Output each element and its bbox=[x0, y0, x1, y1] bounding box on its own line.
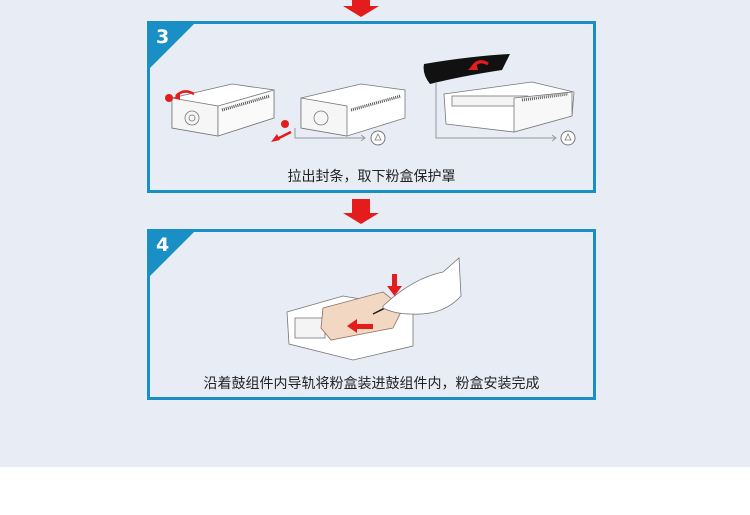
down-arrow-icon bbox=[343, 199, 379, 225]
step-number: 4 bbox=[156, 234, 170, 256]
recycle-icon bbox=[370, 130, 386, 146]
step-caption: 拉出封条，取下粉盒保护罩 bbox=[287, 169, 456, 185]
toner-cartridge-pull-tab-illustration bbox=[165, 83, 275, 137]
step-number: 3 bbox=[156, 26, 170, 48]
step-marker-2 bbox=[281, 120, 289, 128]
toner-cartridge-remove-seal-illustration bbox=[271, 83, 406, 146]
drum-unit-remove-cover-illustration bbox=[423, 54, 576, 146]
step-caption: 沿着鼓组件内导轨将粉盒装进鼓组件内，粉盒安装完成 bbox=[203, 376, 540, 392]
step-3-panel: 3 bbox=[147, 21, 596, 193]
step-badge bbox=[150, 232, 194, 276]
step-marker-1 bbox=[165, 94, 173, 102]
recycle-icon bbox=[560, 130, 576, 146]
down-arrow-icon bbox=[343, 0, 379, 17]
step-4-panel: 4 沿着鼓组件内导轨将粉盒装进鼓组件内，粉盒安装完成 bbox=[147, 229, 596, 400]
step-badge bbox=[150, 24, 194, 68]
insert-toner-into-drum-illustration bbox=[286, 257, 462, 361]
